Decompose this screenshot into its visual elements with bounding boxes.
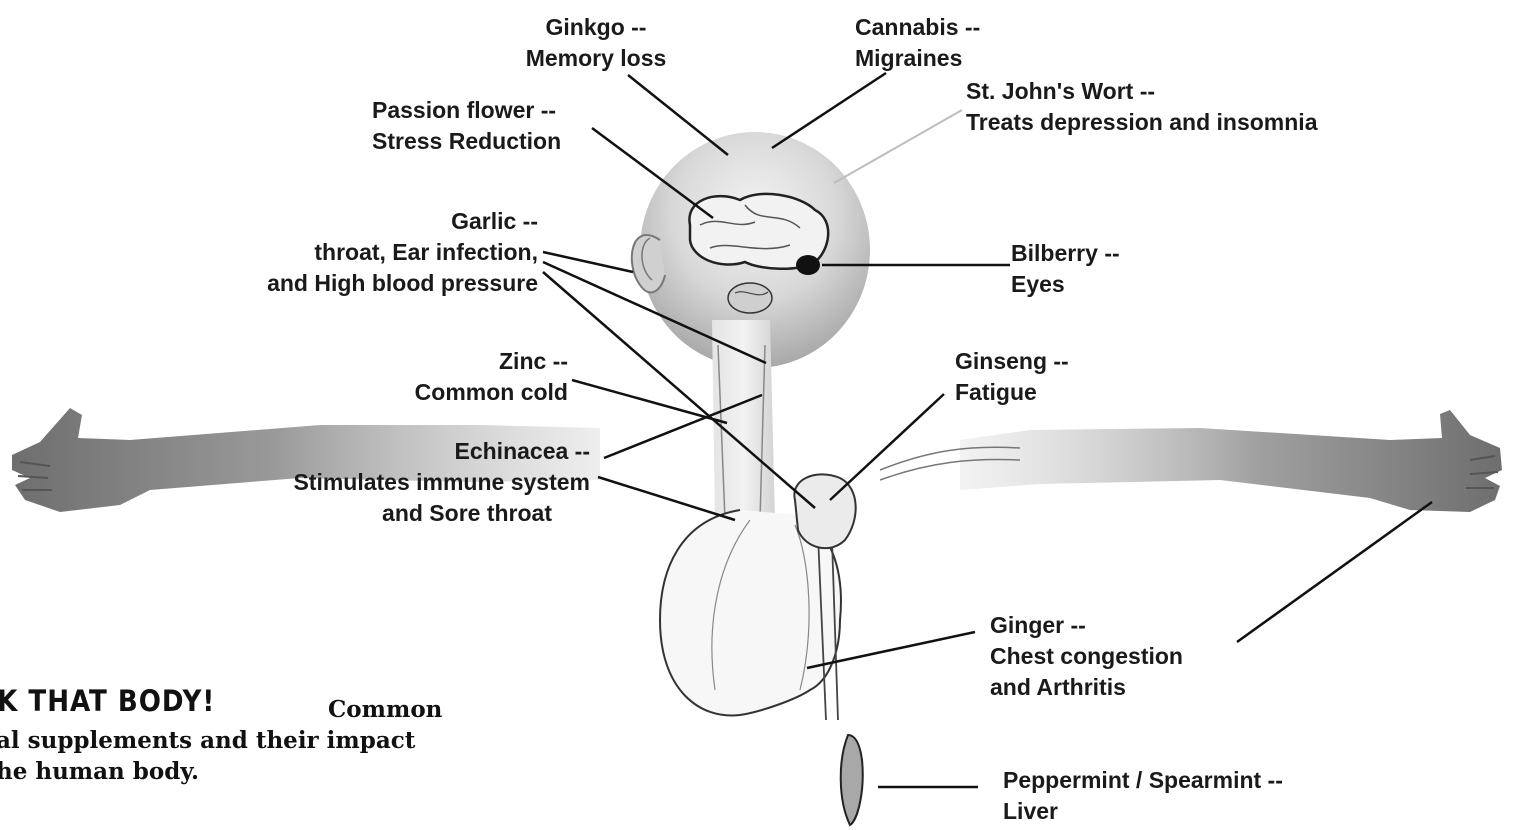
leader-echinacea-neck	[598, 477, 735, 520]
leader-cannabis	[772, 73, 886, 148]
leader-ginger-arm	[1237, 502, 1432, 642]
label-bilberry-name: Bilberry --	[1011, 238, 1120, 269]
label-ginger-name: Ginger --	[990, 610, 1183, 641]
label-zinc-name: Zinc --	[380, 346, 568, 377]
label-echinacea-name: Echinacea --	[240, 436, 590, 467]
label-echinacea-effect-1: Stimulates immune system	[240, 467, 590, 498]
label-ginkgo-name: Ginkgo --	[516, 12, 676, 43]
label-echinacea: Echinacea -- Stimulates immune system an…	[240, 436, 590, 529]
label-st-johns-wort-name: St. John's Wort --	[966, 76, 1318, 107]
label-peppermint-name: Peppermint / Spearmint --	[1003, 765, 1283, 796]
label-zinc-effect: Common cold	[380, 377, 568, 408]
label-st-johns-wort-effect: Treats depression and insomnia	[966, 107, 1318, 138]
label-peppermint-effect: Liver	[1003, 796, 1283, 827]
label-ginseng-effect: Fatigue	[955, 377, 1069, 408]
eye	[796, 255, 820, 275]
label-cannabis: Cannabis -- Migraines	[855, 12, 980, 74]
caption-word: Common	[328, 694, 442, 725]
label-peppermint: Peppermint / Spearmint -- Liver	[1003, 765, 1283, 827]
caption-line-3: he human body.	[0, 756, 199, 787]
label-cannabis-effect: Migraines	[855, 43, 980, 74]
label-bilberry: Bilberry -- Eyes	[1011, 238, 1120, 300]
label-garlic-effect-1: throat, Ear infection,	[220, 237, 538, 268]
label-ginkgo-effect: Memory loss	[516, 43, 676, 74]
label-ginger-effect-1: Chest congestion	[990, 641, 1183, 672]
label-echinacea-effect-2: and Sore throat	[240, 498, 590, 529]
label-st-johns-wort: St. John's Wort -- Treats depression and…	[966, 76, 1318, 138]
neck	[712, 320, 775, 520]
label-garlic-effect-2: and High blood pressure	[220, 268, 538, 299]
label-garlic-name: Garlic --	[220, 206, 538, 237]
caption-line-2: al supplements and their impact	[0, 725, 415, 756]
label-ginkgo: Ginkgo -- Memory loss	[516, 12, 676, 74]
leader-st-johns-wort	[834, 110, 962, 183]
label-ginseng: Ginseng -- Fatigue	[955, 346, 1069, 408]
label-passion-flower-name: Passion flower --	[372, 95, 561, 126]
label-garlic: Garlic -- throat, Ear infection, and Hig…	[220, 206, 538, 299]
label-ginseng-name: Ginseng --	[955, 346, 1069, 377]
leader-zinc	[572, 380, 727, 423]
label-cannabis-name: Cannabis --	[855, 12, 980, 43]
label-ginger-effect-2: and Arthritis	[990, 672, 1183, 703]
label-zinc: Zinc -- Common cold	[380, 346, 568, 408]
caption-title: RK THAT BODY!	[0, 684, 215, 718]
label-passion-flower: Passion flower -- Stress Reduction	[372, 95, 561, 157]
liver	[841, 735, 863, 825]
label-bilberry-effect: Eyes	[1011, 269, 1120, 300]
right-arm	[960, 410, 1502, 512]
label-ginger: Ginger -- Chest congestion and Arthritis	[990, 610, 1183, 703]
leader-ginseng	[830, 394, 944, 500]
leader-ginkgo	[628, 75, 728, 155]
label-passion-flower-effect: Stress Reduction	[372, 126, 561, 157]
